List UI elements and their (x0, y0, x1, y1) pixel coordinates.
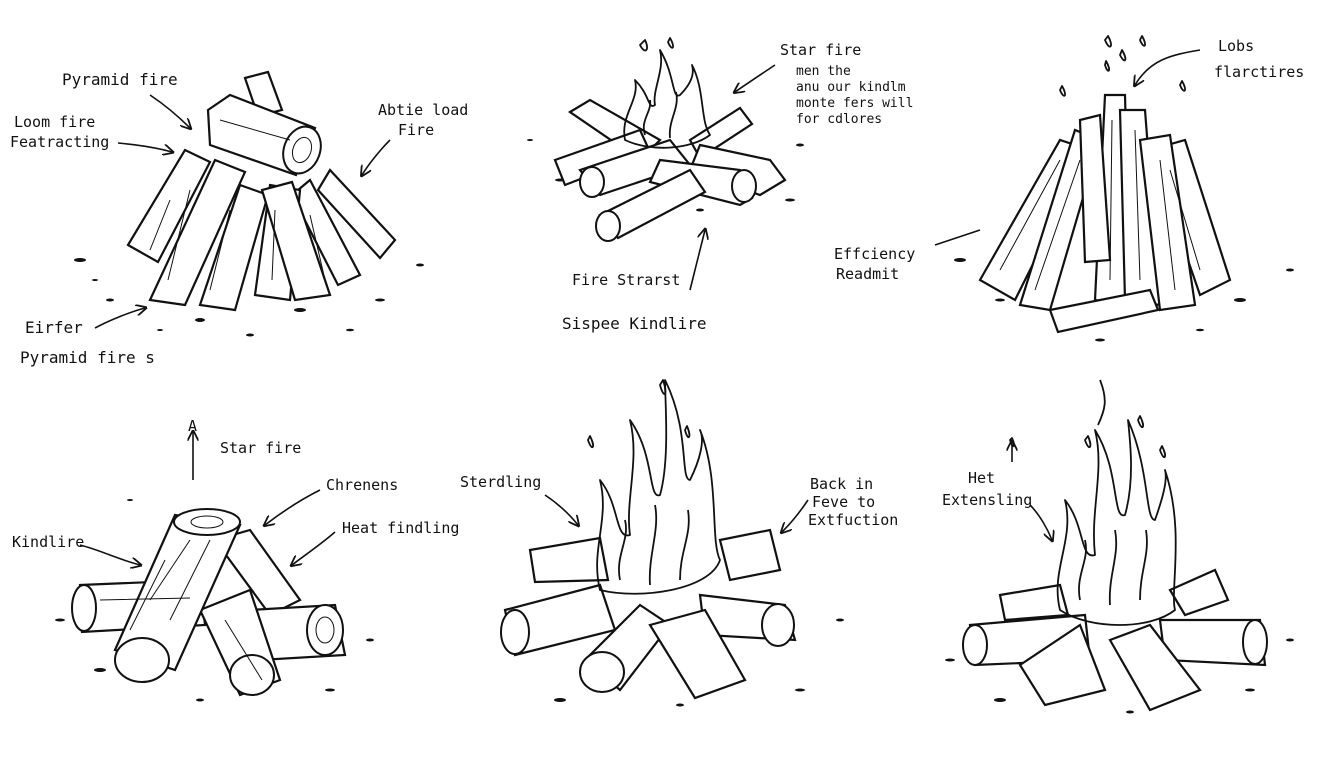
ground-dirt (55, 499, 374, 702)
label-pyramid-fires: Pyramid fire s (20, 348, 155, 367)
label-efficiency: Effciency (834, 245, 916, 263)
label-chrenens: Chrenens (326, 476, 399, 494)
pyramid-fire-illustration (74, 70, 424, 337)
annotation-arrows (79, 49, 1201, 565)
label-star-fire: Star fire (780, 41, 862, 59)
label-loom-fire: Loom fire (14, 113, 96, 131)
star-fire-burning-illustration (500, 379, 844, 707)
label-extensling: Extensling (942, 491, 1033, 509)
label-a: A (188, 417, 198, 435)
star-fire-illustration (527, 37, 804, 242)
extended-fire-illustration (945, 379, 1294, 714)
label-star-fire-2: Star fire (220, 439, 302, 457)
label-back-in: Back in (810, 475, 874, 493)
label-sispee-kindlire: Sispee Kindlire (562, 314, 707, 333)
label-sterdling: Sterdling (460, 473, 542, 491)
label-featracting: Featracting (10, 133, 110, 151)
label-fire: Fire (398, 121, 435, 139)
label-star-desc-2: anu our kindlm (796, 80, 906, 95)
label-heat-findling: Heat findling (342, 519, 460, 537)
label-star-desc-4: for cdlores (796, 112, 883, 127)
label-flarctires: flarctires (1214, 63, 1305, 81)
ground-dirt (945, 638, 1294, 714)
ground-dirt (74, 258, 424, 337)
ground-dirt (954, 258, 1294, 342)
teepee-fire-illustration (954, 35, 1294, 342)
label-extfuction: Extfuction (808, 511, 899, 529)
label-lobs: Lobs (1218, 37, 1255, 55)
label-het: Het (968, 469, 996, 487)
label-star-desc-3: monte fers will (796, 96, 914, 111)
label-feve-to: Feve to (812, 493, 876, 511)
flame (623, 49, 711, 149)
label-fire-stararst: Fire Strarst (572, 271, 681, 289)
label-eirfer: Eirfer (25, 318, 83, 337)
leanto-fire-illustration (55, 499, 374, 702)
label-abtie-load: Abtie load (378, 101, 469, 119)
label-readmit: Readmit (836, 265, 900, 283)
label-star-desc-1: men the (796, 64, 851, 79)
label-kindlire: Kindlire (12, 533, 85, 551)
label-pyramid-fire: Pyramid fire (62, 70, 178, 89)
